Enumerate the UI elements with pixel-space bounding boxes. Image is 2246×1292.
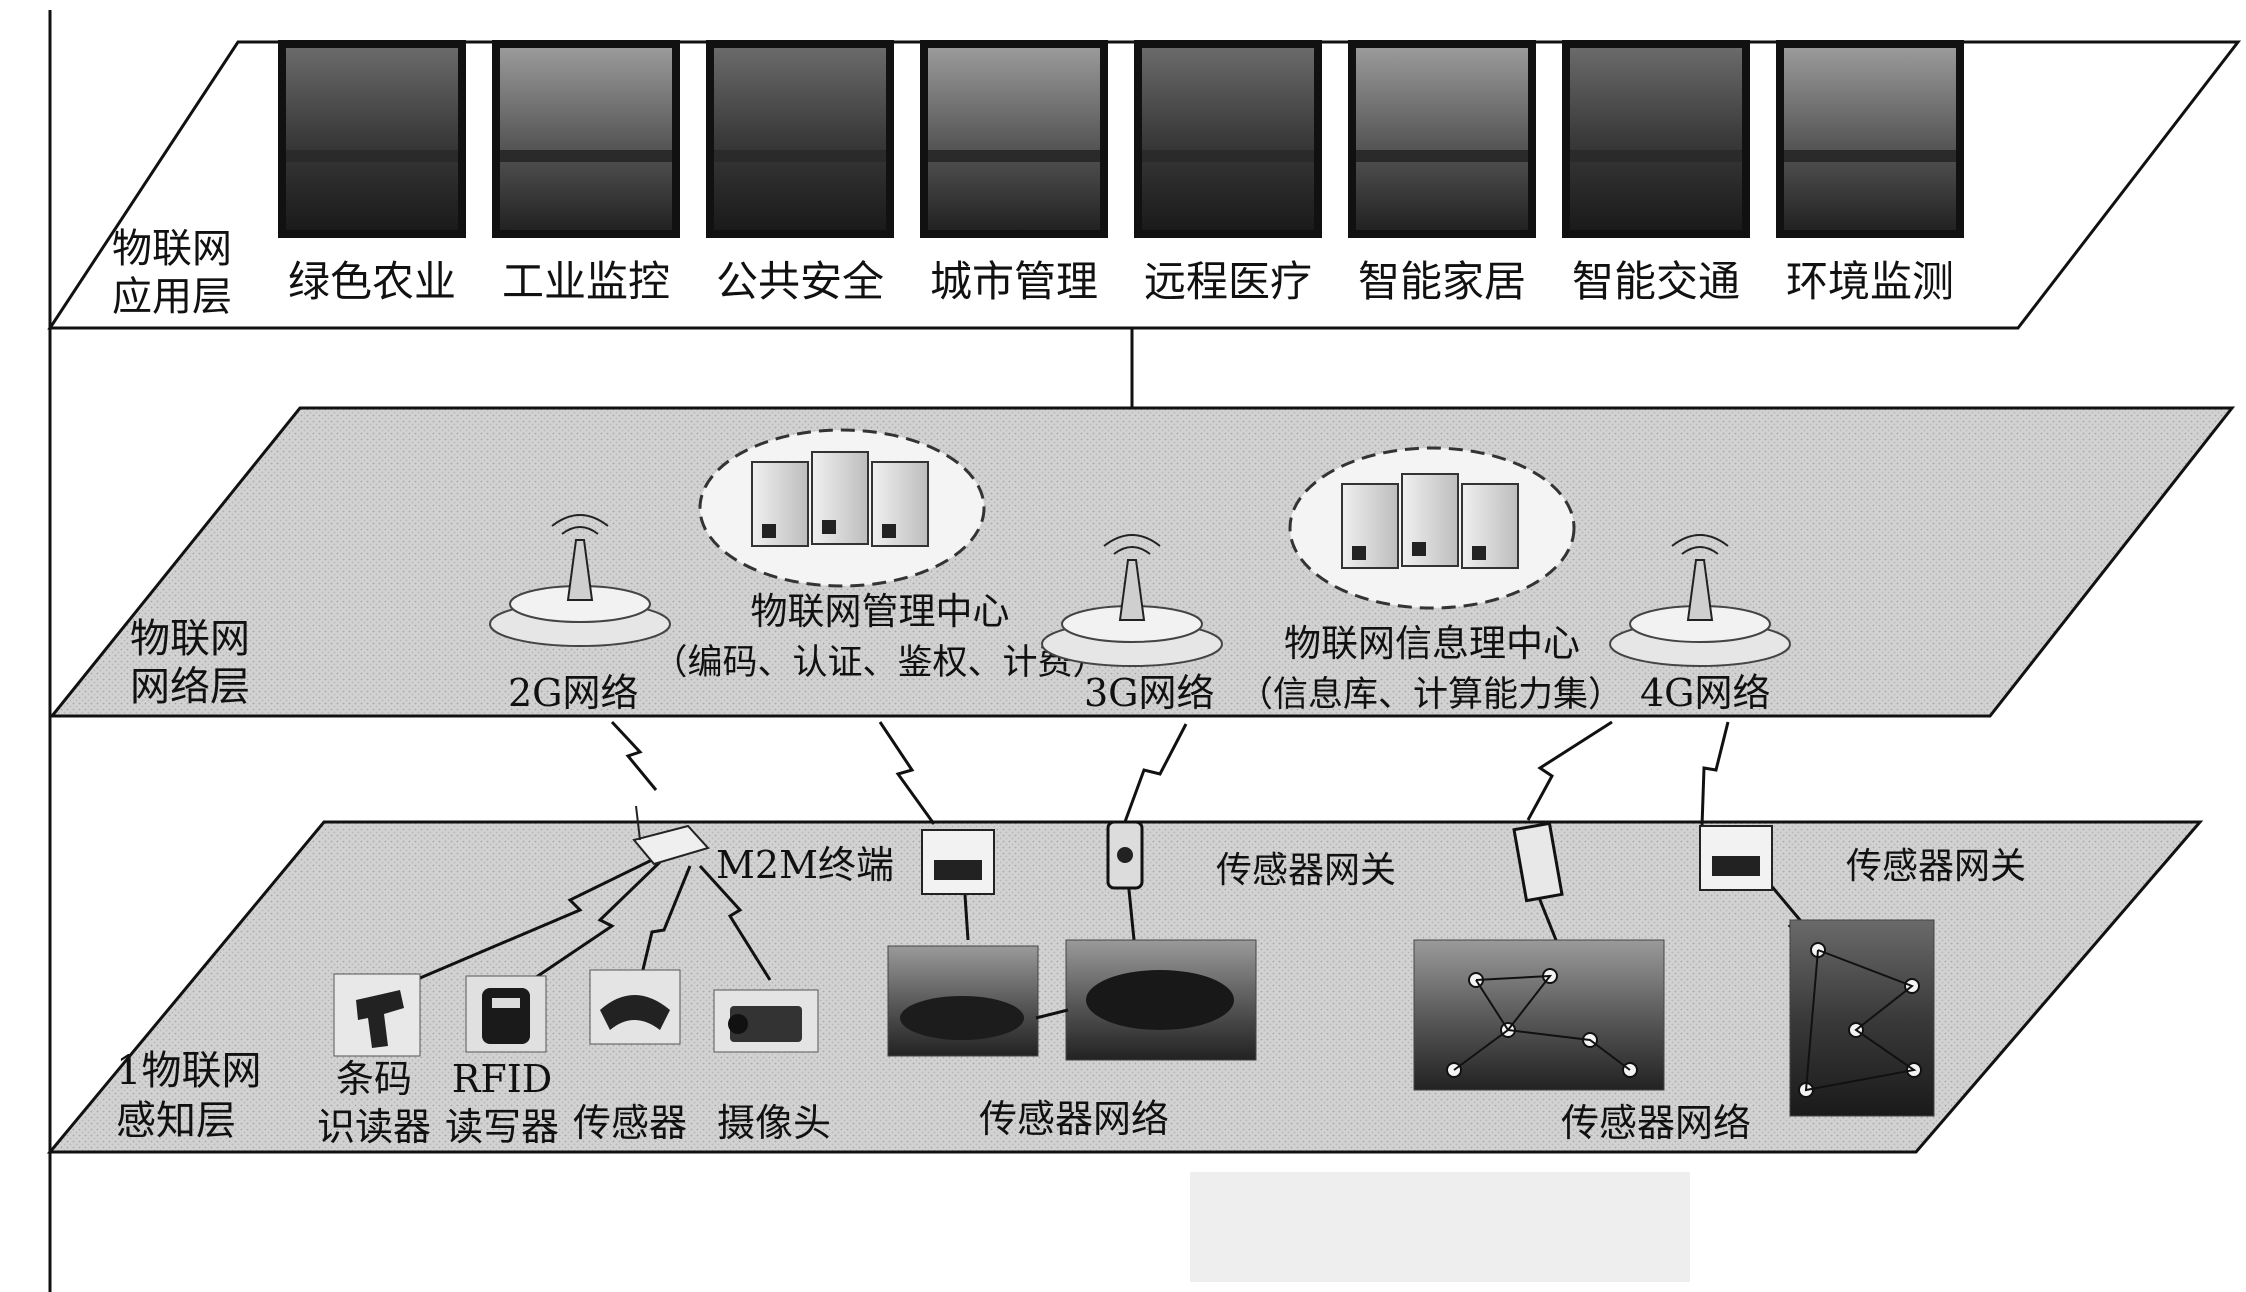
application-tile: 城市管理	[920, 40, 1108, 306]
gateway-router-icon	[1699, 825, 1773, 891]
sensor-network-1-photos	[887, 939, 1257, 1061]
sensor-gateway-label-1: 传感器网关	[1216, 850, 1396, 891]
application-photo-detail	[928, 150, 1100, 162]
server-icon	[1341, 473, 1519, 569]
rfid-reader-label-line2: 读写器	[445, 1105, 559, 1149]
application-tile: 远程医疗	[1134, 40, 1322, 306]
network-4g-label: 4G网络	[1640, 671, 1771, 715]
application-tile: 公共安全	[706, 40, 894, 306]
rfid-reader-icon	[465, 975, 547, 1053]
application-photo-detail	[1356, 150, 1528, 162]
application-photo	[1570, 48, 1742, 230]
application-label: 环境监测	[1786, 257, 1954, 306]
application-label: 工业监控	[502, 257, 670, 306]
perception-layer: 1物联网 感知层 M2M终端	[46, 720, 2204, 1154]
application-tiles: 绿色农业工业监控公共安全城市管理远程医疗智能家居智能交通环境监测	[278, 40, 1964, 306]
application-photo-detail	[714, 150, 886, 162]
barcode-reader-label-line1: 条码	[336, 1057, 412, 1101]
perception-layer-label-line1: 1物联网	[116, 1048, 261, 1094]
application-photo-detail	[1142, 150, 1314, 162]
network-2g-label: 2G网络	[508, 671, 639, 715]
application-tile: 智能交通	[1562, 40, 1750, 306]
application-photo	[1784, 48, 1956, 230]
m2m-terminal-icon	[632, 805, 710, 866]
network-layer: 物联网 网络层 物联网管理中心 （编码、认证、鉴权、计费）	[48, 406, 2236, 718]
application-photo-detail	[500, 150, 672, 162]
application-photo	[286, 48, 458, 230]
sensor-network-1-label: 传感器网络	[979, 1097, 1169, 1141]
application-photo	[714, 48, 886, 230]
camera-icon	[713, 989, 819, 1053]
base-station-2g	[489, 514, 671, 647]
application-photo	[500, 48, 672, 230]
application-layer-label-line2: 应用层	[112, 274, 232, 320]
sensor-network-2-label: 传感器网络	[1561, 1101, 1751, 1145]
sensor-label: 传感器	[573, 1101, 687, 1145]
barcode-reader-icon	[333, 973, 421, 1057]
application-label: 远程医疗	[1144, 257, 1312, 306]
server-icon	[751, 451, 929, 547]
application-photo	[1142, 48, 1314, 230]
gateway-router-icon	[921, 829, 995, 895]
application-label: 公共安全	[716, 257, 884, 306]
camera-label: 摄像头	[717, 1101, 831, 1145]
application-label: 城市管理	[930, 257, 1098, 306]
application-label: 绿色农业	[288, 257, 456, 306]
rfid-reader-label-line1: RFID	[452, 1057, 552, 1101]
application-tile: 环境监测	[1776, 40, 1964, 306]
sensor-icon	[589, 969, 681, 1045]
application-photo-detail	[286, 150, 458, 162]
management-center-detail: （编码、认证、鉴权、计费）	[652, 643, 1107, 683]
sensor-gateway-label-2: 传感器网关	[1846, 846, 2026, 887]
application-photo	[928, 48, 1100, 230]
information-center-detail: （信息库、计算能力集）	[1238, 675, 1623, 715]
application-layer-label-line1: 物联网	[112, 226, 232, 272]
barcode-reader-label-line2: 识读器	[317, 1105, 431, 1149]
application-photo-detail	[1570, 150, 1742, 162]
application-photo-detail	[1784, 150, 1956, 162]
information-center-servers	[1288, 446, 1576, 610]
application-label: 智能交通	[1572, 257, 1740, 306]
management-center-servers	[698, 428, 986, 588]
m2m-terminal-label: M2M终端	[716, 843, 894, 887]
network-layer-label-line2: 网络层	[130, 664, 250, 710]
information-center-title: 物联网信息理中心	[1284, 622, 1580, 665]
base-station-4g	[1609, 534, 1791, 667]
application-layer: 物联网 应用层 绿色农业工业监控公共安全城市管理远程医疗智能家居智能交通环境监测	[47, 40, 2242, 330]
base-station-3g	[1041, 534, 1223, 667]
application-label: 智能家居	[1358, 257, 1526, 306]
perception-layer-label-line2: 感知层	[116, 1098, 236, 1144]
sensor-network-2-photos	[1413, 919, 1935, 1117]
network-layer-plane	[48, 406, 2236, 718]
antenna-icon	[1512, 821, 1564, 903]
application-tile: 绿色农业	[278, 40, 466, 306]
network-3g-label: 3G网络	[1084, 671, 1215, 715]
management-center-title: 物联网管理中心	[751, 590, 1010, 633]
antenna-icon	[1106, 820, 1144, 890]
network-layer-label-line1: 物联网	[130, 616, 250, 662]
application-tile: 智能家居	[1348, 40, 1536, 306]
application-photo	[1356, 48, 1528, 230]
application-tile: 工业监控	[492, 40, 680, 306]
scan-smudge	[1190, 1172, 1690, 1282]
